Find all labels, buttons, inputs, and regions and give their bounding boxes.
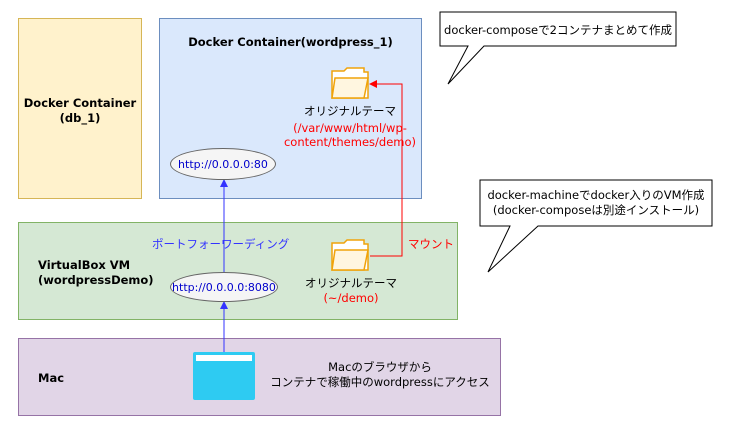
container-folder-icon (331, 67, 369, 99)
wordpress-container-title: Docker Container(wordpress_1) (188, 35, 393, 49)
machine-callout-line1: docker-machineでdocker入りのVM作成 (487, 188, 705, 202)
mac-box: Mac (18, 338, 501, 416)
machine-callout-shape (479, 179, 713, 273)
container-folder-path: (/var/www/html/wp-content/themes/demo) (283, 121, 417, 149)
machine-callout-text: docker-machineでdocker入りのVM作成 (docker-com… (480, 188, 712, 218)
container-endpoint: http://0.0.0.0:80 (170, 148, 276, 180)
container-folder-label: オリジナルテーマ (304, 104, 396, 118)
mac-description: Macのブラウザから コンテナで稼働中のwordpressにアクセス (250, 360, 510, 390)
db-container-box: Docker Container (db_1) (18, 18, 142, 199)
mac-description-line1: Macのブラウザから (328, 360, 432, 374)
machine-callout-line2: (docker-composeは別途インストール) (492, 203, 700, 217)
vm-endpoint: http://0.0.0.0:8080 (170, 272, 278, 302)
vm-title: VirtualBox VM (wordpressDemo) (38, 258, 154, 287)
mount-arrow (369, 80, 403, 257)
vm-folder-label: オリジナルテーマ (305, 276, 397, 290)
mac-description-line2: コンテナで稼働中のwordpressにアクセス (270, 375, 490, 389)
browser-window-icon (193, 352, 255, 400)
vm-folder-icon (331, 239, 369, 271)
mac-title: Mac (38, 371, 65, 385)
compose-callout-shape (439, 11, 677, 85)
db-container-title: Docker Container (db_1) (23, 96, 137, 125)
vm-folder-path: (~/demo) (323, 291, 379, 305)
virtualbox-vm-box: VirtualBox VM (wordpressDemo) (18, 222, 458, 320)
compose-callout-text: docker-composeで2コンテナまとめて作成 (444, 23, 672, 37)
port-forwarding-label: ポートフォーワーディング (152, 237, 290, 251)
mount-label: マウント (408, 237, 454, 251)
